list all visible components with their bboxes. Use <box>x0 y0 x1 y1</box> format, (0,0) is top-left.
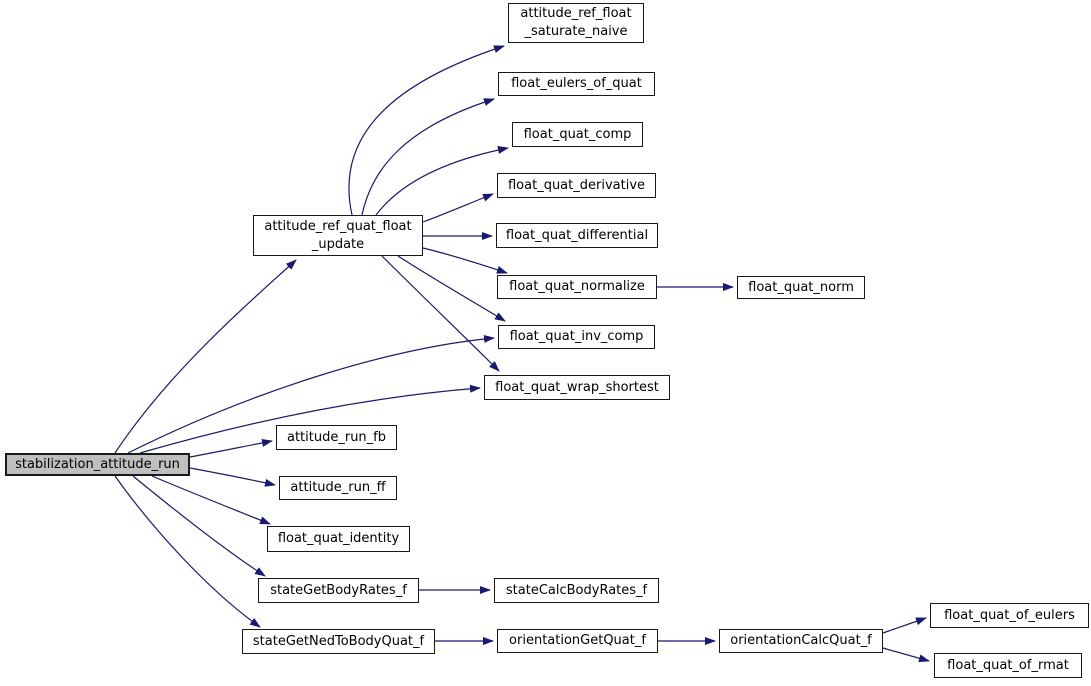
edge-attitude_ref_quat_float_update--float_eulers_of_quat <box>361 98 495 216</box>
node-stateGetBodyRates_f[interactable]: stateGetBodyRates_f <box>258 578 419 603</box>
node-attitude_run_ff[interactable]: attitude_run_ff <box>279 476 397 500</box>
edge-stabilization_attitude_run--float_quat_identity <box>151 475 271 525</box>
edge-stabilization_attitude_run--attitude_run_ff <box>189 467 276 487</box>
node-label: float_quat_differential <box>505 227 649 243</box>
edge-attitude_ref_quat_float_update--float_quat_derivative <box>422 193 494 223</box>
edge-attitude_ref_quat_float_update--float_quat_normalize <box>422 247 508 274</box>
edge-orientationCalcQuat_f--float_quat_of_eulers <box>882 617 927 634</box>
node-float_quat_differential[interactable]: float_quat_differential <box>496 223 658 248</box>
node-label: stabilization_attitude_run <box>15 456 180 472</box>
node-label: float_quat_wrap_shortest <box>495 379 659 395</box>
edge-attitude_ref_quat_float_update--float_quat_inv_comp <box>397 255 506 322</box>
node-float_quat_norm[interactable]: float_quat_norm <box>737 276 865 299</box>
node-label: float_quat_of_eulers <box>944 607 1075 623</box>
node-stabilization_attitude_run: stabilization_attitude_run <box>5 453 190 476</box>
node-float_quat_of_rmat[interactable]: float_quat_of_rmat <box>934 653 1082 678</box>
node-attitude_ref_float_saturate_naive[interactable]: attitude_ref_float _saturate_naive <box>508 3 644 43</box>
edge-stabilization_attitude_run--stateGetNedToBodyQuat_f <box>114 475 261 628</box>
edge-stabilization_attitude_run--float_quat_wrap_shortest <box>139 384 481 454</box>
node-label: float_quat_of_rmat <box>947 657 1069 673</box>
node-stateGetNedToBodyQuat_f[interactable]: stateGetNedToBodyQuat_f <box>242 629 435 654</box>
node-label: attitude_run_fb <box>286 429 386 445</box>
edge-stabilization_attitude_run--float_quat_inv_comp <box>127 334 495 454</box>
node-float_quat_normalize[interactable]: float_quat_normalize <box>497 275 657 299</box>
edge-group <box>114 45 930 663</box>
node-label: orientationCalcQuat_f <box>730 633 872 649</box>
node-float_quat_derivative[interactable]: float_quat_derivative <box>497 173 656 198</box>
edge-stabilization_attitude_run--stateGetBodyRates_f <box>132 475 266 577</box>
node-label: attitude_ref_quat_float <box>264 218 412 234</box>
node-label: float_eulers_of_quat <box>511 76 642 92</box>
node-label: stateGetBodyRates_f <box>270 582 407 598</box>
node-label: stateGetNedToBodyQuat_f <box>252 633 425 649</box>
node-label: orientationGetQuat_f <box>509 633 646 649</box>
node-stateCalcBodyRates_f[interactable]: stateCalcBodyRates_f <box>494 578 659 603</box>
node-label: _saturate_naive <box>524 24 628 39</box>
edge-stabilization_attitude_run--attitude_run_fb <box>189 438 273 458</box>
node-float_quat_identity[interactable]: float_quat_identity <box>267 526 410 552</box>
node-label: float_quat_normalize <box>509 279 645 295</box>
node-label: attitude_ref_float <box>520 6 632 22</box>
node-attitude_ref_quat_float_update[interactable]: attitude_ref_quat_float _update <box>253 215 423 256</box>
edge-stabilization_attitude_run--attitude_ref_quat_float_update <box>114 259 297 454</box>
node-float_eulers_of_quat[interactable]: float_eulers_of_quat <box>498 72 655 96</box>
node-float_quat_comp[interactable]: float_quat_comp <box>512 122 643 147</box>
node-orientationCalcQuat_f[interactable]: orientationCalcQuat_f <box>719 629 883 653</box>
node-label: attitude_run_ff <box>290 480 386 496</box>
node-label: float_quat_comp <box>523 126 632 142</box>
node-float_quat_inv_comp[interactable]: float_quat_inv_comp <box>498 325 655 349</box>
edge-attitude_ref_quat_float_update--float_quat_comp <box>375 146 509 216</box>
node-label: _update <box>311 236 365 252</box>
edge-attitude_ref_quat_float_update--float_quat_wrap_shortest <box>381 255 500 372</box>
node-float_quat_of_eulers[interactable]: float_quat_of_eulers <box>930 603 1089 628</box>
node-label: float_quat_identity <box>277 531 400 547</box>
node-label: float_quat_derivative <box>507 177 646 193</box>
node-orientationGetQuat_f[interactable]: orientationGetQuat_f <box>497 629 658 653</box>
node-label: stateCalcBodyRates_f <box>505 582 648 598</box>
node-attitude_run_fb[interactable]: attitude_run_fb <box>276 425 397 450</box>
node-label: float_quat_inv_comp <box>509 329 644 345</box>
edge-orientationCalcQuat_f--float_quat_of_rmat <box>882 647 930 663</box>
node-label: float_quat_norm <box>748 279 854 295</box>
edge-attitude_ref_quat_float_update--attitude_ref_float_saturate_naive <box>348 45 505 216</box>
node-float_quat_wrap_shortest[interactable]: float_quat_wrap_shortest <box>484 375 670 400</box>
